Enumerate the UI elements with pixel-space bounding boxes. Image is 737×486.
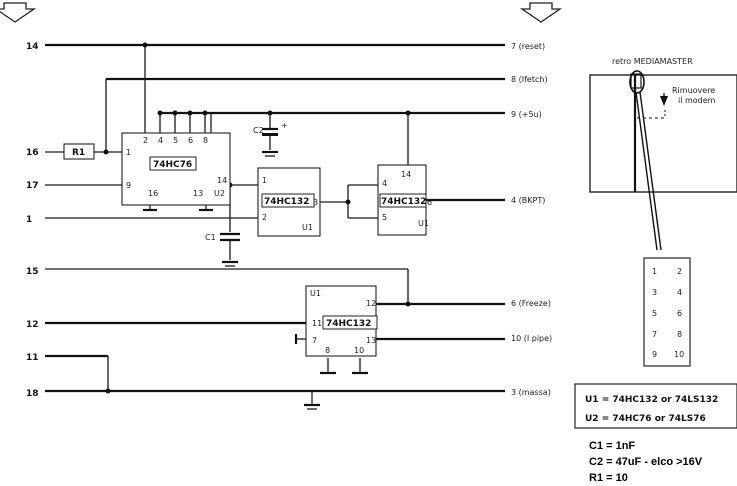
signal-ifetch: 8 (Ifetch) [511, 75, 548, 84]
svg-text:11: 11 [312, 319, 322, 328]
svg-text:6: 6 [427, 198, 432, 207]
signal-bkpt: 4 (BKPT) [511, 196, 545, 205]
svg-text:10: 10 [354, 346, 364, 355]
svg-text:5: 5 [382, 213, 387, 222]
svg-text:16: 16 [148, 189, 158, 198]
signal-5v: 9 (+5u) [511, 110, 542, 119]
signal-reset: 7 (reset) [511, 42, 545, 51]
remove-modem-note-1: Rimuovere [672, 86, 715, 95]
signal-freeze: 6 (Freeze) [511, 299, 551, 308]
svg-text:7: 7 [312, 336, 317, 345]
left-pin-1: 1 [26, 215, 32, 225]
legend-u1: U1 = 74HC132 or 74LS132 [585, 395, 718, 405]
signal-ipipe: 10 (I pipe) [511, 334, 552, 343]
svg-text:5: 5 [173, 136, 178, 145]
svg-text:6: 6 [677, 309, 682, 318]
svg-text:6: 6 [188, 136, 193, 145]
svg-text:9: 9 [126, 181, 131, 190]
svg-text:1: 1 [262, 176, 267, 185]
svg-text:9: 9 [652, 350, 657, 359]
svg-text:5: 5 [652, 309, 657, 318]
svg-text:74HC76: 74HC76 [153, 160, 192, 170]
svg-text:14: 14 [217, 176, 227, 185]
signal-massa: 3 (massa) [511, 388, 551, 397]
svg-text:C2: C2 [253, 126, 264, 135]
left-pin-16: 16 [26, 148, 39, 158]
svg-text:2: 2 [143, 136, 148, 145]
mediamaster-panel: retro MEDIAMASTER Rimuovere il modem [589, 57, 737, 251]
left-pin-14: 14 [26, 42, 39, 52]
svg-text:8: 8 [203, 136, 208, 145]
svg-text:2: 2 [677, 267, 682, 276]
remove-modem-note-2: il modem [678, 96, 716, 105]
svg-text:4: 4 [677, 288, 682, 297]
capacitor-c2: C2 + [253, 121, 288, 157]
capacitor-c1: C1 [205, 232, 240, 267]
down-arrow-icon-left [0, 2, 37, 23]
chip-u1c-74hc132: 74HC132 U1 12 13 11 7 8 10 [294, 285, 378, 375]
ground-symbol [304, 403, 320, 410]
legend-box: U1 = 74HC132 or 74LS132 U2 = 74HC76 or 7… [574, 383, 737, 429]
wires [45, 43, 505, 404]
left-pin-18: 18 [26, 389, 39, 399]
chip-u1b-74hc132: 74HC132 14 4 5 6 U1 [377, 164, 432, 236]
svg-text:74HC132: 74HC132 [264, 197, 309, 207]
svg-text:3: 3 [313, 198, 318, 207]
mediamaster-title: retro MEDIAMASTER [612, 57, 693, 66]
svg-text:74HC132: 74HC132 [326, 319, 371, 329]
svg-text:74HC132: 74HC132 [381, 197, 426, 207]
svg-text:2: 2 [262, 213, 267, 222]
svg-text:10: 10 [674, 350, 684, 359]
chip-u2-74hc76: 74HC76 2 4 5 6 8 1 9 14 U2 16 13 [121, 132, 231, 212]
left-pin-17: 17 [26, 181, 39, 191]
svg-text:7: 7 [652, 330, 657, 339]
down-arrow-icon-right [519, 2, 563, 23]
chip-u1a-74hc132: 74HC132 1 2 3 U1 [257, 167, 321, 237]
value-c2: C2 = 47uF - elco >16V [589, 456, 703, 468]
value-c1: C1 = 1nF [589, 440, 636, 452]
legend-u2: U2 = 74HC76 or 74LS76 [585, 414, 706, 424]
svg-text:R1: R1 [72, 148, 85, 158]
svg-text:1: 1 [652, 267, 657, 276]
svg-text:13: 13 [193, 189, 203, 198]
svg-text:C1: C1 [205, 233, 216, 242]
svg-text:U1: U1 [302, 223, 313, 232]
svg-text:+: + [281, 121, 288, 130]
resistor-r1: R1 [63, 143, 95, 160]
svg-text:4: 4 [158, 136, 163, 145]
svg-text:8: 8 [325, 346, 330, 355]
svg-text:U1: U1 [418, 219, 429, 228]
svg-text:3: 3 [652, 288, 657, 297]
svg-text:13: 13 [366, 336, 376, 345]
svg-text:1: 1 [126, 148, 131, 157]
svg-text:U2: U2 [214, 189, 225, 198]
left-pin-11: 11 [26, 353, 39, 363]
value-r1: R1 = 10 [589, 472, 628, 484]
left-pin-12: 12 [26, 320, 39, 330]
svg-text:12: 12 [366, 299, 376, 308]
svg-text:4: 4 [382, 179, 387, 188]
junction-dots [103, 42, 411, 394]
svg-text:8: 8 [677, 330, 682, 339]
left-pin-15: 15 [26, 267, 39, 277]
connector-10pin: 1 3 5 7 9 2 4 6 8 10 [643, 257, 691, 367]
svg-text:U1: U1 [310, 289, 321, 298]
svg-text:14: 14 [401, 170, 411, 179]
